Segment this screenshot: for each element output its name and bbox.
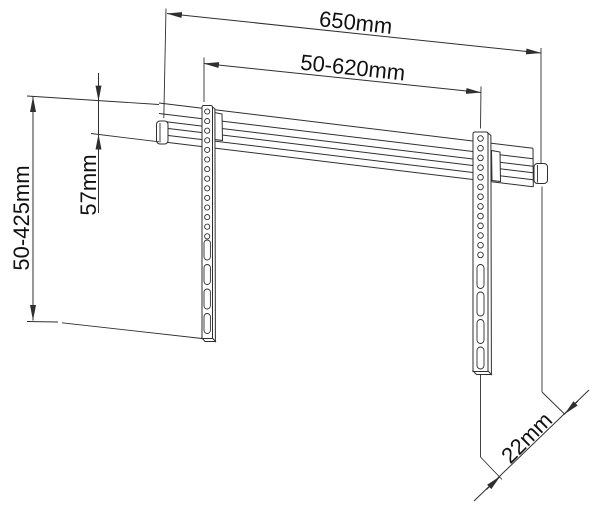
left-bracket-holes [204,108,211,240]
right-rail-clamp [490,149,502,183]
right-bracket-slots [476,264,485,370]
left-bracket-slots [203,239,211,334]
dimension-mounting-height-50-425mm: 50-425mm [9,96,203,339]
extension-line [61,322,203,339]
extension-line [163,8,167,119]
extension-line [480,456,503,480]
extension-line [26,95,160,105]
dimension-label-mounting-height: 50-425mm [9,165,34,270]
dimension-label-depth: 22mm [496,407,557,468]
extension-line [541,391,566,415]
left-vesa-bracket [200,105,217,343]
rail-left-end-cap [156,120,169,145]
arrow [486,476,501,490]
extension-line [90,133,160,143]
rail-right-end-cap [533,163,548,184]
right-bracket-holes [477,135,484,259]
dimension-label-rail-height: 57mm [76,154,101,215]
dimension-label-mounting-width: 50-620mm [299,50,406,86]
left-rail-clamp [213,111,224,142]
dimension-mounting-width-50-620mm: 50-620mm [203,50,482,129]
extension-line [26,321,59,323]
dimension-line [166,12,542,55]
arrow [564,400,579,415]
right-vesa-bracket [471,131,493,376]
dimension-line [203,62,482,94]
dimension-rail-height-57mm: 57mm [26,73,160,216]
dimension-label-total-width: 650mm [318,6,394,39]
